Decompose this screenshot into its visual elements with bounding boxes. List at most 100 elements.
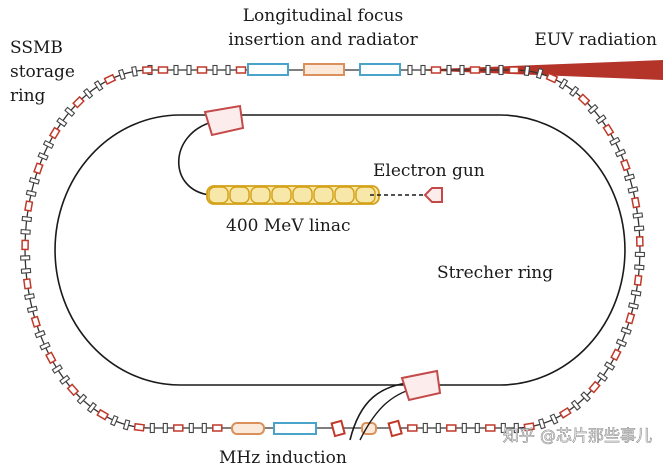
dipole-magnet (235, 66, 247, 74)
quadrupole-magnet (549, 413, 559, 425)
linac-cavity (334, 186, 355, 204)
stretcher-ring (54, 114, 626, 386)
euv-beam (410, 60, 663, 80)
bottom-insertion (231, 419, 403, 438)
quadrupole-magnet (39, 341, 51, 351)
quadrupole-magnet (535, 67, 544, 80)
top-insertion (247, 63, 401, 76)
quadrupole-magnet (627, 186, 639, 194)
quadrupole-magnet (173, 64, 179, 76)
quadrupole-magnet (42, 139, 55, 150)
dipole-magnet (103, 73, 117, 86)
dipole-magnet (212, 424, 223, 432)
label-focus-2: insertion and radiator (228, 30, 418, 50)
dipole-magnet (446, 424, 457, 432)
linac-transfer-line (177, 121, 213, 196)
dipole-magnet (407, 424, 418, 432)
quadrupole-magnet (558, 78, 569, 90)
quadrupole-magnet (26, 305, 38, 313)
quadrupole-magnet (633, 225, 645, 232)
linac-cavity (355, 186, 376, 204)
dipole-magnet (602, 123, 615, 137)
kicker-2 (387, 419, 403, 438)
quadrupole-magnet (595, 114, 607, 125)
quadrupole-magnet (632, 212, 644, 219)
linac (206, 185, 380, 205)
dipole-magnet (45, 351, 57, 365)
quadrupole-magnet (446, 64, 452, 76)
undulator-blue-2 (359, 63, 401, 76)
quadrupole-magnet (523, 65, 531, 77)
linac-cavity (271, 186, 292, 204)
quadrupole-magnet (570, 399, 582, 411)
undulator-blue-1 (247, 63, 289, 76)
quadrupole-magnet (587, 103, 599, 115)
quadrupole-magnet (474, 422, 480, 434)
quadrupole-magnet (76, 393, 88, 405)
quadrupole-magnet (634, 251, 646, 258)
linac-cavity (250, 186, 271, 204)
linac-cavity (292, 186, 313, 204)
label-euv: EUV radiation (534, 30, 657, 50)
quadrupole-magnet (596, 371, 608, 382)
quadrupole-magnet (37, 151, 49, 161)
quadrupole-magnet (615, 338, 628, 348)
dipole-magnet (610, 348, 622, 362)
dipole-magnet (545, 72, 559, 84)
induction-cavity-blue (273, 422, 317, 435)
quadrupole-magnet (93, 80, 104, 92)
dipole-magnet (30, 315, 41, 328)
label-stretcher: Strecher ring (437, 263, 553, 283)
label-storage-ring-3: ring (10, 86, 46, 106)
dipole-magnet (72, 95, 85, 109)
dipole-magnet (66, 383, 80, 397)
dipole-magnet (22, 278, 32, 290)
label-mhz: MHz induction (219, 448, 347, 468)
quadrupole-magnet (513, 422, 519, 434)
dipole-magnet (625, 312, 636, 325)
quadrupole-magnet (82, 87, 94, 100)
quadrupole-magnet (603, 361, 616, 371)
induction-cavity-1 (231, 422, 265, 435)
quadrupole-magnet (630, 289, 642, 297)
dipole-magnet (558, 406, 572, 419)
dipole-magnet (173, 424, 184, 432)
dipole-magnet (21, 239, 29, 251)
undulator-orange (303, 63, 345, 76)
quadrupole-magnet (109, 414, 119, 427)
quadrupole-magnet (162, 422, 168, 434)
quadrupole-magnet (634, 264, 645, 271)
quadrupole-magnet (24, 293, 35, 301)
quadrupole-magnet (420, 64, 426, 76)
dipole-magnet (133, 422, 145, 432)
linac-cavity (229, 186, 250, 204)
quadrupole-magnet (188, 422, 194, 434)
label-focus-1: Longitudinal focus (243, 6, 404, 26)
bend-magnet-bottom (400, 369, 442, 402)
quadrupole-magnet (34, 329, 46, 339)
dipole-magnet (33, 162, 44, 175)
dipole-magnet (24, 200, 34, 212)
quadrupole-magnet (435, 422, 441, 434)
quadrupole-magnet (20, 229, 31, 235)
dipole-magnet (430, 66, 442, 74)
dipole-magnet (633, 274, 643, 286)
quadrupole-magnet (28, 176, 40, 185)
quadrupole-magnet (131, 65, 138, 77)
quadrupole-magnet (627, 302, 640, 310)
quadrupole-magnet (614, 148, 627, 158)
label-electron-gun: Electron gun (373, 161, 485, 181)
dipole-magnet (157, 66, 169, 74)
quadrupole-magnet (20, 267, 32, 274)
label-linac: 400 MeV linac (226, 216, 350, 236)
dipole-magnet (631, 196, 641, 209)
dipole-magnet (196, 66, 208, 74)
kicker-1 (330, 419, 346, 438)
quadrupole-magnet (56, 117, 68, 128)
dipole-magnet (620, 158, 631, 172)
quadrupole-magnet (122, 419, 131, 431)
storage-ring-magnets (20, 64, 646, 434)
quadrupole-magnet (580, 391, 591, 403)
